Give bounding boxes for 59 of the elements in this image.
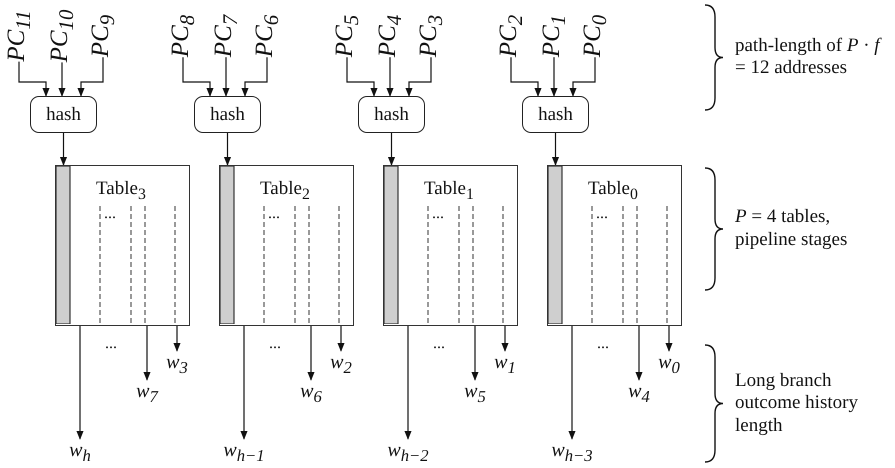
arrow <box>18 62 50 97</box>
arrow <box>143 326 151 381</box>
weight-label: w$_{0}$ <box>658 352 680 377</box>
arrow <box>471 326 479 381</box>
table-title: Table$_{0}$ <box>588 178 638 204</box>
weight-label: w$_{6}$ <box>300 381 322 406</box>
arrow <box>60 133 68 166</box>
hash-box: hash <box>194 96 261 133</box>
arrow <box>76 326 84 440</box>
weight-label: w$_{3}$ <box>166 352 188 377</box>
arrow <box>77 57 104 97</box>
arrow <box>224 133 232 166</box>
weight-label: w$_{7}$ <box>136 381 158 406</box>
weight-label: w$_{4}$ <box>628 381 650 406</box>
arrow <box>173 326 181 352</box>
arrow <box>510 57 542 97</box>
arrow <box>552 133 560 166</box>
table-title: Table$_{1}$ <box>424 178 474 204</box>
weight-label: w$_{h−3}$ <box>551 440 593 465</box>
weight-label: w$_{h−2}$ <box>387 440 429 465</box>
arrow <box>182 57 214 97</box>
ellipsis: ... <box>105 336 117 352</box>
ellipsis: ... <box>104 206 116 222</box>
hash-box: hash <box>522 96 589 133</box>
ellipsis: ... <box>269 336 281 352</box>
ellipsis: ... <box>433 336 445 352</box>
weight-label: w$_{h}$ <box>69 440 91 465</box>
arrow <box>568 326 576 440</box>
weight-label: w$_{5}$ <box>464 381 486 406</box>
ellipsis: ... <box>597 336 609 352</box>
arrow <box>550 57 558 97</box>
brace-note: Long branch outcome history length <box>735 370 859 438</box>
arrow <box>569 57 596 97</box>
arrow <box>388 133 396 166</box>
arrow <box>240 326 248 440</box>
arrow <box>386 57 394 97</box>
arrow <box>58 62 66 97</box>
weight-label: w$_{h−1}$ <box>223 440 265 465</box>
arrow <box>404 326 412 440</box>
arrow <box>346 57 378 97</box>
ellipsis: ... <box>268 206 280 222</box>
weight-label: w$_{2}$ <box>330 352 352 377</box>
arrow <box>241 57 268 97</box>
table-title: Table$_{3}$ <box>96 178 146 204</box>
arrow <box>501 326 509 352</box>
hash-box: hash <box>358 96 425 133</box>
arrow <box>307 326 315 381</box>
brace-note: path-length of P · f = 12 addresses <box>735 34 883 80</box>
arrow <box>222 57 230 97</box>
ellipsis: ... <box>596 206 608 222</box>
arrow <box>337 326 345 352</box>
ellipsis: ... <box>432 206 444 222</box>
weight-label: w$_{1}$ <box>494 352 516 377</box>
hash-box: hash <box>30 96 97 133</box>
arrow <box>665 326 673 352</box>
table-title: Table$_{2}$ <box>260 178 310 204</box>
arrow <box>405 57 432 97</box>
brace-note: P = 4 tables, pipeline stages <box>735 206 848 252</box>
arrow <box>635 326 643 381</box>
